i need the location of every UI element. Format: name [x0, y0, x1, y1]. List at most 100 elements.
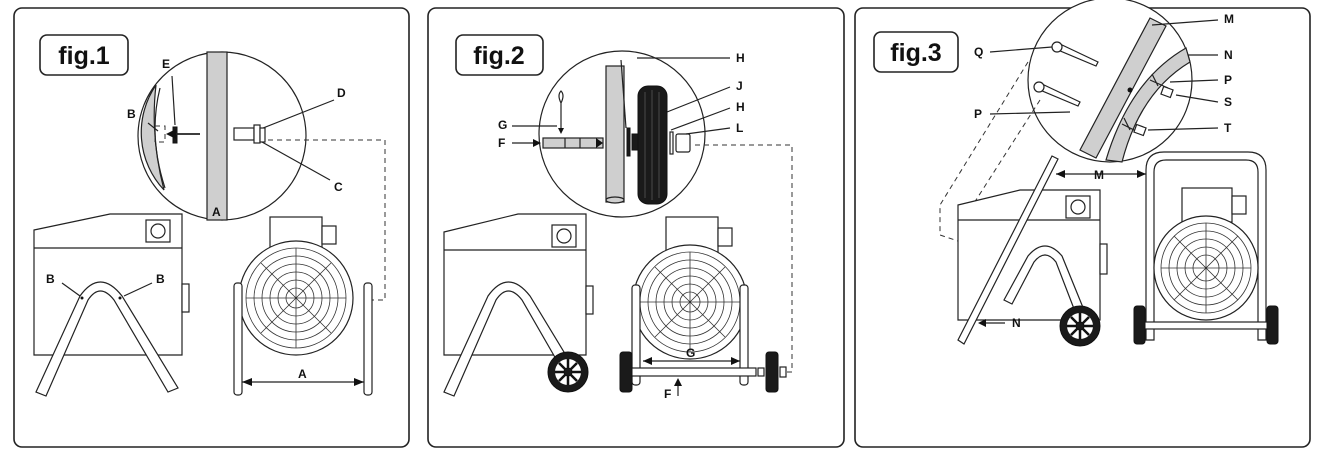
label-m-top: M — [1224, 12, 1234, 26]
leader-q — [989, 46, 1053, 53]
leader-p-left — [989, 111, 1071, 115]
hole-b-left — [80, 296, 84, 300]
label-d: D — [337, 86, 346, 100]
handle-tube-section — [206, 51, 228, 221]
tall-handle-frame — [1145, 151, 1267, 341]
figure-3-title-box — [873, 31, 959, 73]
connector-dashed-line-2 — [695, 144, 793, 373]
axle-bar-3 — [1141, 321, 1271, 330]
figure-1-title: fig.1 — [58, 42, 109, 70]
nut-s — [1160, 85, 1174, 99]
leader-f-arrow — [533, 139, 541, 147]
figure-2-detail-circle — [512, 50, 731, 218]
label-q: Q — [974, 45, 983, 59]
label-f-bottom: F — [664, 387, 671, 401]
cap-l — [675, 133, 691, 153]
leader-p-right — [1169, 79, 1219, 83]
handle-tube-section-2 — [605, 65, 625, 203]
label-e: E — [162, 57, 170, 71]
heater-front-view-2 — [619, 216, 787, 396]
leader-h-top — [620, 59, 627, 129]
bolt-collar — [253, 124, 261, 144]
connector-dashed-line-3b — [959, 99, 1041, 226]
label-f-top: F — [498, 136, 505, 150]
wheel-side-hub — [563, 367, 573, 377]
figure-1-panel: fig.1 A B E D C — [13, 7, 410, 448]
label-c: C — [334, 180, 343, 194]
bolt-q-bottom-head — [1033, 81, 1045, 93]
dimension-g-arrow-right — [731, 357, 740, 365]
label-g-bottom: G — [686, 346, 695, 360]
heater-side-view-3 — [957, 155, 1108, 347]
wheel-front-right-3 — [1266, 305, 1279, 345]
leader-j — [666, 86, 731, 113]
label-m-mid: M — [1094, 168, 1104, 182]
bolt-q-top-head — [1051, 41, 1063, 53]
label-b-handle-right: B — [156, 272, 165, 286]
frame-leg-right — [363, 282, 373, 396]
connector-dashed-line-3a — [939, 61, 1029, 246]
leader-n-bottom-arrow — [978, 319, 986, 327]
washer-h-right — [669, 131, 674, 155]
power-socket-ring — [150, 223, 166, 239]
connector-dashed-line — [268, 139, 386, 301]
axle-f — [542, 137, 604, 149]
cotter-pin-g — [558, 90, 564, 130]
label-l: L — [736, 121, 743, 135]
heater-side-knob-2 — [585, 285, 594, 315]
leader-c — [261, 141, 331, 181]
figure-2-panel: fig.2 H J G F H — [427, 7, 845, 448]
axle-cap-right — [779, 366, 787, 378]
cotter-pin-arrow — [558, 128, 564, 134]
heater-side-knob — [181, 283, 190, 313]
nut-t — [1133, 123, 1147, 137]
dimension-a-arrow-left — [242, 378, 252, 386]
bolt-shank — [233, 127, 255, 141]
bolt-hole-center — [1127, 87, 1133, 93]
axle-f-marks — [564, 138, 581, 148]
axle-washer-right — [757, 367, 765, 377]
mounting-hole-b — [154, 125, 166, 143]
bolt-head-c — [259, 127, 266, 143]
label-g-top: G — [498, 118, 507, 132]
leader-e — [171, 75, 176, 126]
label-p-right: P — [1224, 73, 1232, 87]
fan-grille-spokes-3 — [1161, 223, 1251, 313]
frame-leg-right-2 — [739, 284, 749, 386]
heater-front-view — [233, 216, 373, 396]
dimension-g-arrow-left — [643, 357, 652, 365]
heater-front-view-3 — [1056, 151, 1279, 345]
label-a-bottom: A — [298, 367, 307, 381]
handle-frame-b — [35, 281, 179, 397]
label-t: T — [1224, 121, 1232, 135]
figure-1-title-box — [39, 34, 129, 76]
leader-l — [685, 127, 731, 135]
dimension-m-arrow-left — [1056, 170, 1065, 178]
label-s: S — [1224, 95, 1232, 109]
power-socket-ring-2 — [556, 228, 572, 244]
label-b-handle-left: B — [46, 272, 55, 286]
dimension-m-arrow-right — [1137, 170, 1146, 178]
motor-cap-2 — [717, 227, 733, 247]
label-n-top: N — [1224, 48, 1233, 62]
frame-leg-left-2 — [631, 284, 641, 386]
power-socket-ring-3 — [1070, 199, 1086, 215]
wheel-j — [637, 85, 668, 205]
heater-side-view-2 — [443, 213, 594, 397]
label-p-left: P — [974, 107, 982, 121]
leader-b-handle-left — [61, 282, 81, 297]
wheel-front-left-3 — [1133, 305, 1146, 345]
handle-tube-end — [605, 196, 625, 204]
wheel-hub — [631, 133, 639, 151]
leader-t — [1147, 127, 1219, 131]
figure-3-detail-circle — [989, 0, 1219, 163]
wheel-side-3-hub — [1075, 321, 1085, 331]
axle-bar — [627, 367, 757, 377]
leader-h-mid — [670, 107, 731, 131]
axle-arrow-head — [596, 138, 603, 148]
hole-b-right — [118, 296, 122, 300]
motor-cap-3 — [1231, 195, 1247, 215]
rail-n-bar — [957, 155, 1059, 345]
figure-2-title: fig.2 — [473, 42, 524, 70]
